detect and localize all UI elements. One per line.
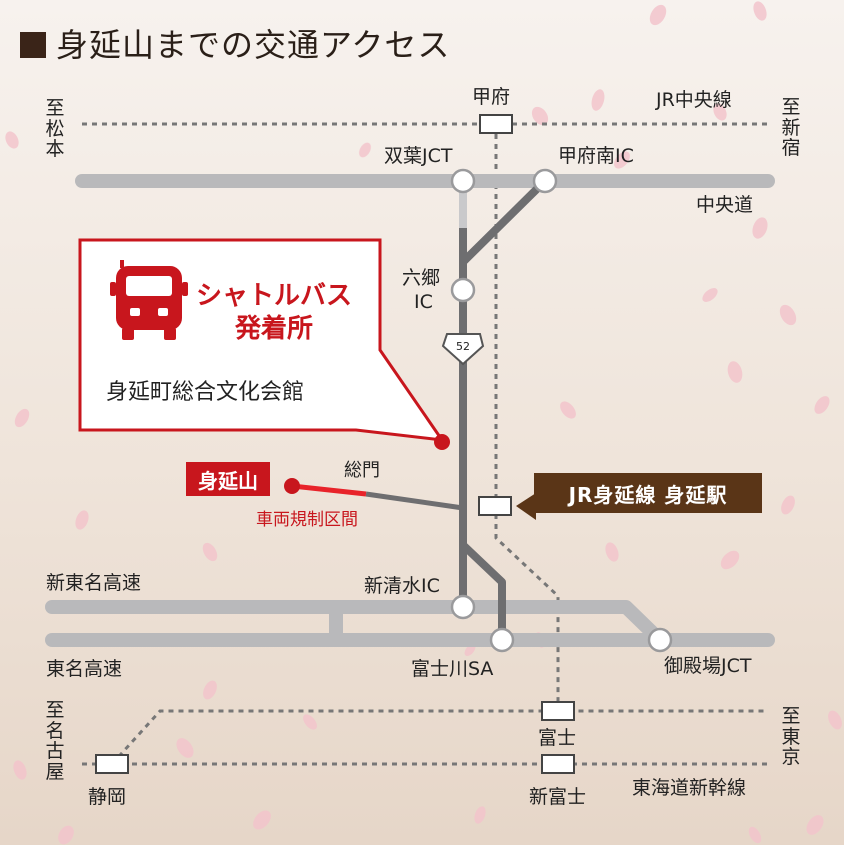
minobusan-marker — [284, 478, 300, 494]
kofu-minami-ic-label: 甲府南IC — [558, 145, 634, 167]
shuttle-label-line2: 発着所 — [235, 313, 314, 344]
shin-tomei-label: 新東名高速 — [46, 572, 142, 594]
shuttle-label-line1: シャトルバス — [196, 281, 353, 311]
route-52-label: 52 — [456, 340, 470, 353]
fujikawa-sa-marker — [489, 627, 515, 653]
fuji-station-marker — [541, 701, 575, 721]
kofu-minami-ic-marker — [532, 168, 558, 194]
fujikawa-branch — [460, 542, 506, 640]
kofu-station-marker — [479, 114, 513, 134]
venue-label: 身延町総合文化会館 — [106, 380, 305, 405]
to-matsumoto-label: 至松本 — [45, 97, 65, 161]
page-title: 身延山までの交通アクセス — [20, 20, 450, 66]
jr-tokaido-line — [110, 709, 768, 766]
gotemba-jct-marker — [647, 627, 673, 653]
minobu-road — [365, 491, 464, 511]
jr-label-bg — [534, 473, 762, 513]
chuo-expressway-label: 中央道 — [696, 194, 754, 216]
somon-label: 総門 — [344, 460, 380, 481]
shuttle-label: シャトルバス 発着所 — [196, 280, 352, 345]
minobu-station-marker — [478, 496, 512, 516]
shizuoka-station-marker — [95, 754, 129, 774]
restricted-road-section — [291, 483, 367, 497]
rokugo-ic-marker — [450, 277, 476, 303]
jr-chuo-line-label: JR中央線 — [656, 89, 732, 111]
futaba-jct-label: 双葉JCT — [384, 145, 453, 167]
kofu-minami-branch — [460, 178, 548, 265]
to-shinjuku-label: 至新宿 — [781, 96, 801, 160]
shuttle-stop-marker — [434, 434, 450, 450]
shin-fuji-station-marker — [541, 754, 575, 774]
page-title-text: 身延山までの交通アクセス — [56, 26, 451, 64]
rokugo-label: 六郷 — [402, 267, 441, 289]
title-square-icon — [20, 32, 46, 58]
bus-icon — [110, 260, 188, 340]
shin-shimizu-ic-label: 新清水IC — [364, 575, 440, 597]
tokaido-shinkansen-label: 東海道新幹線 — [632, 777, 747, 799]
jr-minobu-line — [494, 124, 560, 706]
petal-decorations — [5, 1, 842, 845]
to-nagoya-label: 至名古屋 — [45, 699, 65, 783]
jr-label-pointer — [516, 493, 536, 520]
rokugo-ic-label: IC — [414, 291, 433, 313]
shin-tomei-expressway — [45, 600, 667, 647]
shin-shimizu-ic-marker — [450, 594, 476, 620]
shin-fuji-station-label: 新富士 — [529, 786, 587, 808]
minobusan-tag: 身延山 — [186, 462, 270, 496]
to-tokyo-label: 至東京 — [781, 705, 801, 769]
gotemba-jct-label: 御殿場JCT — [664, 655, 752, 677]
shizuoka-station-label: 静岡 — [88, 786, 127, 808]
restricted-section-label: 車両規制区間 — [256, 510, 358, 530]
fuji-station-label: 富士 — [538, 727, 577, 749]
station-markers — [95, 114, 575, 774]
interchange-markers — [450, 168, 673, 653]
route-52-shield — [441, 333, 485, 366]
fujikawa-sa-label: 富士川SA — [411, 658, 494, 680]
futaba-jct-marker — [450, 168, 476, 194]
kofu-station-label: 甲府 — [472, 86, 511, 108]
tomei-label: 東名高速 — [46, 658, 123, 680]
jr-minobu-station-tag: JR身延線 身延駅 — [568, 482, 728, 507]
